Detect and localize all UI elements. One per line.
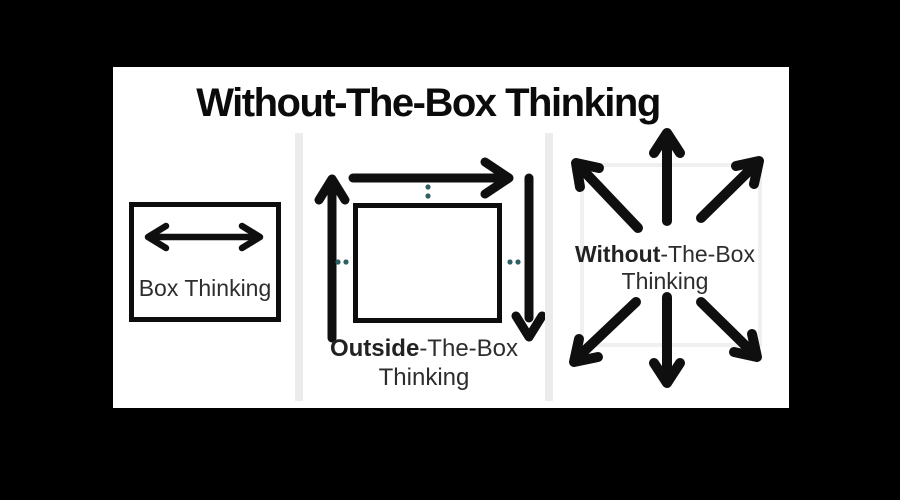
diagram-panel: Without-The-Box Thinking Box Thinking [113,67,789,408]
arrow-up-right-icon [696,156,764,223]
gap-dots-right [507,259,521,265]
caption-line-2: Thinking [621,268,709,294]
arrow-down-left-icon [569,297,641,367]
right-arrow-icon [348,157,514,199]
outside-the-box-caption: Outside-The-Box Thinking [303,334,545,392]
caption-line-1: Without-The-Box [575,241,755,267]
without-the-box-graphic [569,128,764,388]
arrow-down-right-icon [696,297,762,362]
down-arrow-icon [511,173,545,342]
without-the-box-caption: Without-The-Box Thinking [553,241,789,295]
double-arrow-icon [144,222,264,252]
caption-line-1: Outside-The-Box [329,335,519,362]
box-outline [353,203,502,323]
box-outline: Box Thinking [129,202,281,322]
panel-divider-right [545,133,553,401]
box-thinking-panel: Box Thinking [113,67,295,408]
gap-dots-top [425,184,431,199]
up-arrow-icon [314,174,350,343]
arrow-down-icon [649,292,685,388]
gap-dots-left [335,259,349,265]
panel-divider-left [295,133,303,401]
caption-line-2: Thinking [378,364,470,391]
arrow-up-icon [649,128,685,226]
box-thinking-caption: Box Thinking [138,275,272,301]
outside-the-box-graphic [314,157,545,343]
page-title: Without-The-Box Thinking [196,81,661,125]
arrow-up-left-icon [571,158,643,233]
